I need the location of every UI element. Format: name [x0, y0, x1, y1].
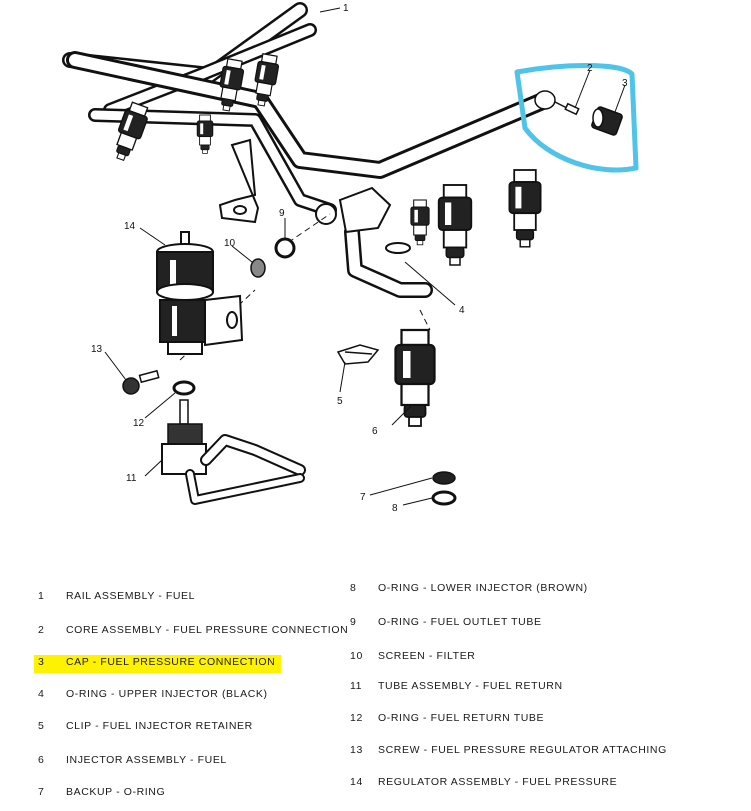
callout-8: 8: [392, 503, 398, 514]
fuel-rail-exploded-diagram: 1 2 3 4 5 6 7 8 9 10 11 12 13 14: [62, 2, 639, 514]
lower-injector-oring: [431, 490, 457, 506]
legend-label: SCREW - FUEL PRESSURE REGULATOR ATTACHIN…: [378, 744, 667, 756]
legend-item-6: 6 INJECTOR ASSEMBLY - FUEL: [38, 753, 229, 771]
fuel-return-tube-oring: [172, 380, 196, 396]
outlet-fitting-block: [315, 186, 392, 234]
legend-item-12: 12 O-RING - FUEL RETURN TUBE: [350, 711, 546, 729]
legend-label: BACKUP - O-RING: [66, 786, 166, 798]
legend-number: 6: [38, 754, 45, 766]
legend-label: CORE ASSEMBLY - FUEL PRESSURE CONNECTION: [66, 624, 349, 636]
legend-item-5: 5 CLIP - FUEL INJECTOR RETAINER: [38, 719, 255, 737]
legend-item-13: 13 SCREW - FUEL PRESSURE REGULATOR ATTACH…: [350, 743, 669, 761]
legend-label: CLIP - FUEL INJECTOR RETAINER: [66, 720, 253, 732]
fuel-pressure-cap: [591, 106, 623, 136]
rail-mounting-bracket: [218, 138, 260, 224]
upper-injector-oring: [385, 242, 411, 254]
fuel-outlet-tube: [344, 224, 433, 298]
screen-filter: [250, 258, 266, 278]
legend-item-10: 10 SCREEN - FILTER: [350, 649, 477, 667]
centerline: [419, 309, 431, 331]
legend-label: O-RING - UPPER INJECTOR (BLACK): [66, 688, 268, 700]
legend-number: 14: [350, 776, 363, 788]
cap-highlight-circle: [514, 63, 639, 173]
legend-label: O-RING - LOWER INJECTOR (BROWN): [378, 582, 588, 594]
legend-label: INJECTOR ASSEMBLY - FUEL: [66, 754, 227, 766]
fuel-return-tube-assembly: [161, 399, 306, 505]
callout-10: 10: [224, 238, 236, 249]
rail-injectors-right: [410, 169, 542, 266]
legend-number: 8: [350, 582, 357, 594]
legend-label: CAP - FUEL PRESSURE CONNECTION: [64, 655, 278, 669]
callout-9: 9: [279, 208, 285, 219]
legend-number: 10: [350, 650, 363, 662]
legend-label: REGULATOR ASSEMBLY - FUEL PRESSURE: [378, 776, 618, 788]
legend-number: 7: [38, 786, 45, 798]
fuel-outlet-tube-oring: [274, 237, 296, 259]
callout-numbers: 1 2 3 4 5 6 7 8 9 10 11 12 13 14: [91, 3, 628, 514]
legend-number: 13: [350, 744, 363, 756]
backup-oring: [432, 471, 456, 485]
fuel-pressure-regulator: [156, 231, 244, 355]
leader-lines: [104, 7, 626, 506]
fuel-rail-front-tube: [66, 51, 554, 217]
callout-13: 13: [91, 344, 103, 355]
legend-label: O-RING - FUEL OUTLET TUBE: [378, 616, 542, 628]
legend-number: 5: [38, 720, 45, 732]
parts-legend: 1 RAIL ASSEMBLY - FUEL 2 CORE ASSEMBLY - F…: [0, 575, 751, 811]
legend-label: RAIL ASSEMBLY - FUEL: [66, 590, 196, 602]
legend-item-8: 8 O-RING - LOWER INJECTOR (BROWN): [350, 581, 590, 599]
legend-item-4: 4 O-RING - UPPER INJECTOR (BLACK): [38, 687, 270, 705]
exploded-fuel-injector: [394, 328, 436, 428]
legend-item-14: 14 REGULATOR ASSEMBLY - FUEL PRESSURE: [350, 775, 619, 793]
callout-5: 5: [337, 396, 343, 407]
legend-label: TUBE ASSEMBLY - FUEL RETURN: [378, 680, 563, 692]
callout-3: 3: [622, 78, 628, 89]
pressure-connection-fitting: [534, 90, 580, 116]
legend-number: 3: [38, 656, 64, 668]
legend-number: 4: [38, 688, 45, 700]
callout-11: 11: [126, 473, 137, 484]
legend-item-9: 9 O-RING - FUEL OUTLET TUBE: [350, 615, 544, 633]
legend-label: O-RING - FUEL RETURN TUBE: [378, 712, 545, 724]
legend-number: 2: [38, 624, 45, 636]
legend-number: 12: [350, 712, 363, 724]
legend-label: SCREEN - FILTER: [378, 650, 476, 662]
callout-4: 4: [459, 305, 465, 316]
regulator-attaching-screw: [122, 369, 160, 395]
legend-number: 1: [38, 590, 45, 602]
fuel-injector-clip: [336, 344, 380, 365]
callout-1: 1: [343, 3, 349, 14]
legend-item-2: 2 CORE ASSEMBLY - FUEL PRESSURE CONNECTIO…: [38, 623, 350, 641]
callout-2: 2: [587, 63, 593, 74]
legend-number: 9: [350, 616, 357, 628]
legend-item-11: 11 TUBE ASSEMBLY - FUEL RETURN: [350, 679, 565, 697]
legend-item-7: 7 BACKUP - O-RING: [38, 785, 167, 803]
callout-12: 12: [133, 418, 145, 429]
callout-14: 14: [124, 221, 136, 232]
legend-item-1: 1 RAIL ASSEMBLY - FUEL: [38, 589, 197, 607]
legend-number: 11: [350, 680, 363, 692]
callout-7: 7: [360, 492, 366, 503]
callout-6: 6: [372, 426, 378, 437]
